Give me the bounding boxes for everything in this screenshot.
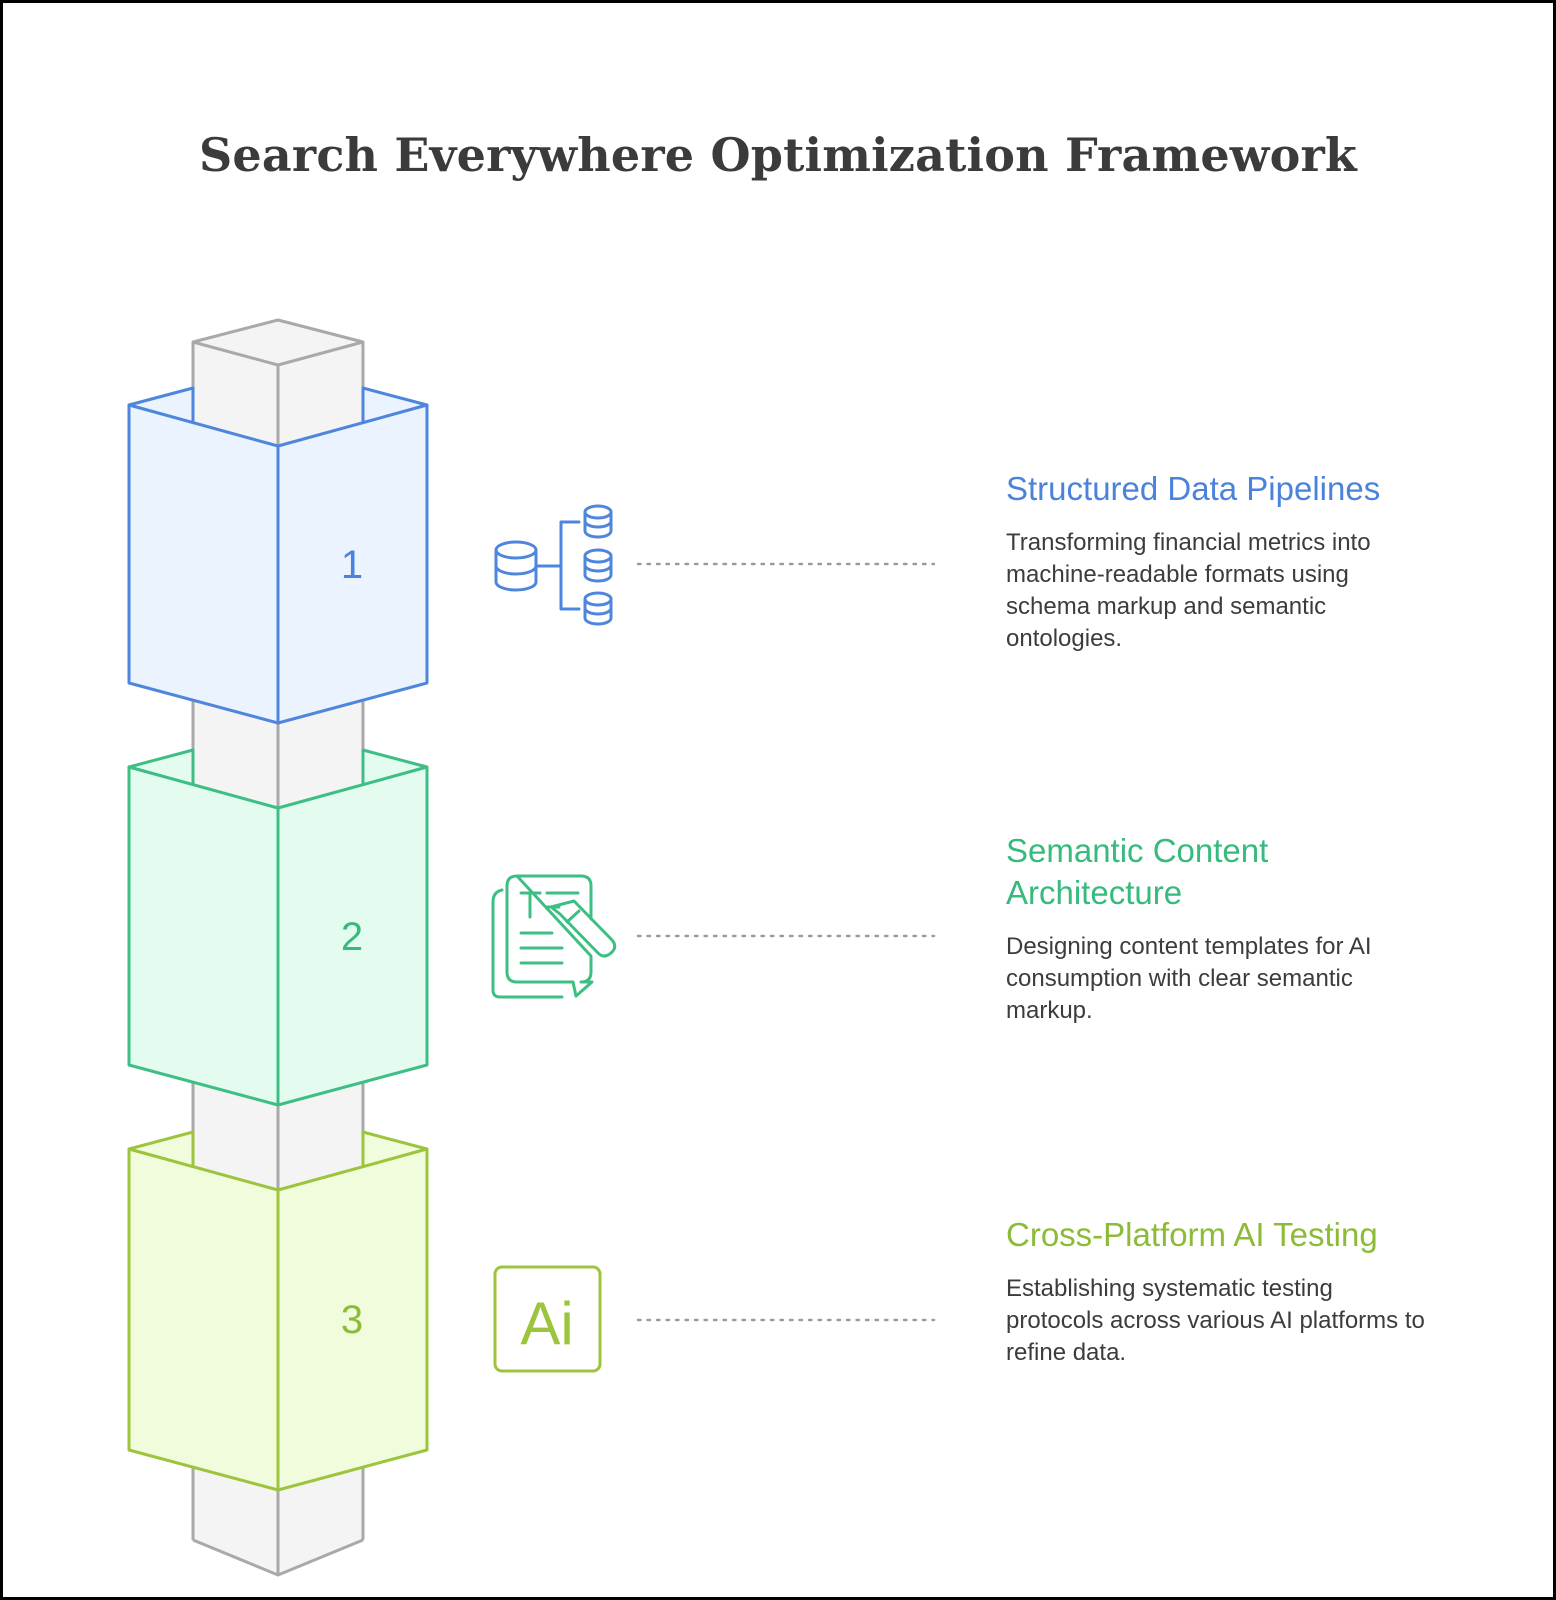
block-1-number: 1 (341, 543, 363, 587)
database-network-icon (494, 504, 613, 626)
step-2-text: Semantic Content Architecture Designing … (1006, 830, 1436, 1027)
step-3-text: Cross-Platform AI Testing Establishing s… (1006, 1214, 1436, 1369)
step-3-title: Cross-Platform AI Testing (1006, 1216, 1378, 1253)
block-1: 1 (127, 386, 429, 725)
ai-badge-text: Ai (520, 1290, 573, 1357)
step-3-description: Establishing systematic testing protocol… (1006, 1275, 1425, 1366)
step-2-description: Designing content templates for AI consu… (1006, 933, 1372, 1024)
block-2: 2 (127, 748, 429, 1107)
block-3-number: 3 (341, 1298, 363, 1342)
step-1-description: Transforming financial metrics into mach… (1006, 529, 1371, 652)
step-2-title: Semantic Content Architecture (1006, 832, 1269, 911)
page-title: Search Everywhere Optimization Framework (199, 128, 1357, 182)
block-2-number: 2 (341, 915, 363, 959)
document-edit-icon (491, 874, 617, 999)
ai-badge-icon: Ai (493, 1265, 602, 1373)
step-1-title: Structured Data Pipelines (1006, 470, 1381, 507)
step-1-text: Structured Data Pipelines Transforming f… (1006, 468, 1436, 655)
block-3: 3 (127, 1130, 429, 1492)
